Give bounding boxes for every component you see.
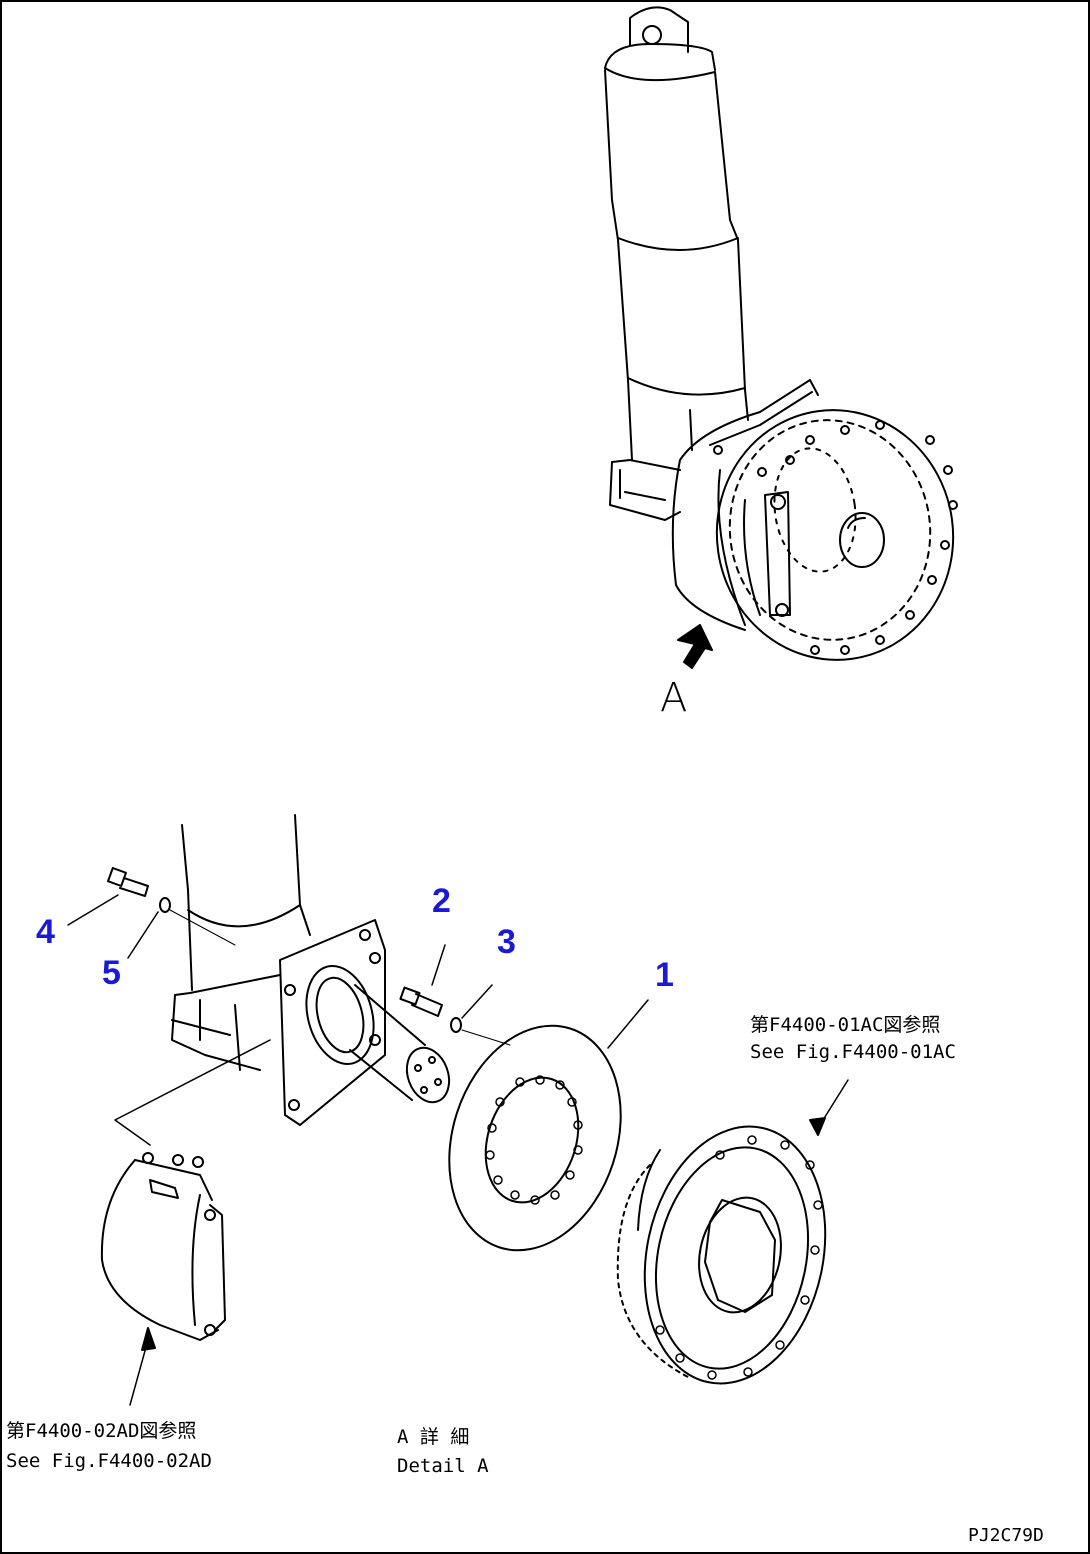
view-marker-a: A — [660, 675, 688, 721]
view-arrow-icon — [677, 624, 713, 669]
lower-assembly — [67, 814, 849, 1406]
ref-right-jp: 第F4400-01AC図参照 — [750, 1014, 941, 1036]
part-2-bolt — [399, 986, 443, 1017]
detail-caption-jp: A 詳 細 — [397, 1426, 470, 1448]
caliper-arrow-icon — [141, 1327, 156, 1351]
drawing-code: PJ2C79D — [968, 1525, 1044, 1546]
brake-caliper — [100, 1152, 226, 1341]
ref-left-jp: 第F4400-02AD図参照 — [6, 1420, 197, 1442]
ref-left-en: See Fig.F4400-02AD — [6, 1450, 212, 1472]
callout-4: 4 — [36, 913, 55, 951]
hub-arrow-icon — [809, 1117, 826, 1136]
ref-right-en: See Fig.F4400-01AC — [750, 1041, 956, 1063]
wheel-hub — [616, 1125, 827, 1385]
callout-2: 2 — [432, 882, 451, 920]
brake-disc — [448, 1024, 622, 1252]
part-4-bolt — [107, 867, 149, 897]
upper-assembly — [604, 6, 958, 669]
callout-1: 1 — [655, 956, 674, 994]
part-5-washer — [159, 897, 171, 913]
callout-3: 3 — [497, 923, 516, 961]
callout-5: 5 — [102, 954, 121, 992]
detail-caption-en: Detail A — [397, 1455, 489, 1477]
part-3-washer — [450, 1017, 462, 1033]
drum-bolt-holes — [713, 420, 958, 655]
